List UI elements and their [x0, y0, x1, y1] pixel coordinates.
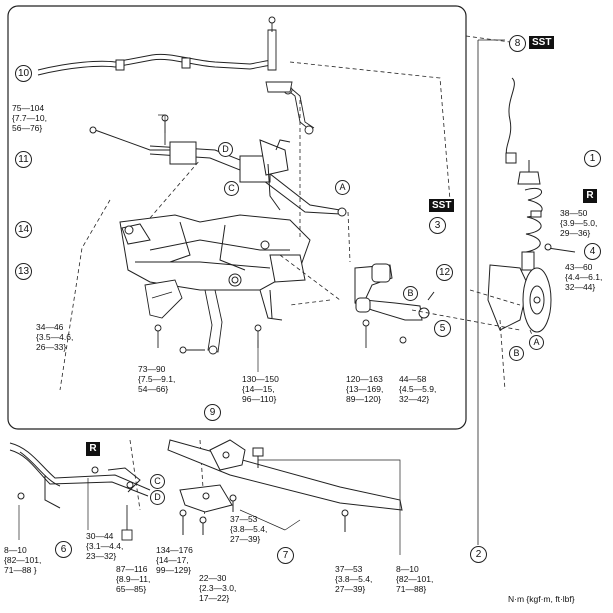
torque-spec-73: 73—90 {7.5—9.1, 54—66} [138, 364, 176, 394]
stabilizer-link [265, 16, 315, 135]
sst-badge-top: SST [529, 36, 555, 49]
callout-10: 10 [15, 65, 32, 82]
lower-crossmember [167, 439, 403, 535]
torque-spec-38: 38—50 {3.9—5.0, 29—36} [560, 208, 598, 238]
callout-5: 5 [434, 320, 451, 337]
r-badge-right: R [583, 189, 597, 203]
link-arm [179, 289, 223, 355]
spec-leaders [18, 114, 401, 555]
front-crossmember [119, 214, 311, 321]
torque-spec-30: 30—44 {3.1—4.4, 23—32} [86, 531, 124, 561]
marker-a-upper: A [335, 180, 350, 195]
torque-spec-134: 134—176 {14—17, 99—129} [156, 545, 193, 575]
marker-a-lower: A [529, 335, 544, 350]
callout-7: 7 [277, 547, 294, 564]
lower-arm [354, 263, 435, 321]
callout-4: 4 [584, 243, 601, 260]
callout-3: 3 [429, 217, 446, 234]
torque-spec-87: 87—116 {8.9—11, 65—85} [116, 564, 151, 594]
torque-spec-34: 34—46 {3.5—4.6, 26—33} [36, 322, 74, 352]
lower-bolt [121, 505, 133, 541]
marker-d-lower: D [150, 490, 165, 505]
callout-14: 14 [15, 221, 32, 238]
callout-2: 2 [470, 546, 487, 563]
marker-b-upper: B [403, 286, 418, 301]
torque-spec-8-left: 8—10 {82—101, 71—88 } [4, 545, 42, 575]
marker-d-upper: D [218, 142, 233, 157]
torque-spec-37-upper: 37—53 {3.8—5.4, 27—39} [230, 514, 268, 544]
torque-spec-43: 43—60 {4.4—6.1, 32—44} [565, 262, 603, 292]
units-label: N·m {kgf·m, ft·lbf} [508, 594, 575, 604]
sst-badge-mid: SST [429, 199, 455, 212]
torque-spec-22: 22—30 {2.3—3.0, 17—22} [199, 573, 237, 603]
callout-11: 11 [15, 151, 32, 168]
torque-spec-44: 44—58 {4.5—5.9, 32—42} [399, 374, 437, 404]
stabilizer-bar [37, 53, 275, 76]
callout-6: 6 [55, 541, 72, 558]
torque-spec-120: 120—163 {13—169, 89—120} [346, 374, 384, 404]
guide-lines [59, 35, 511, 521]
steering-gear [89, 126, 347, 217]
callout-1: 1 [584, 150, 601, 167]
strut-assembly [487, 77, 576, 333]
r-badge-bottom: R [86, 442, 100, 456]
callout-8: 8 [509, 35, 526, 52]
torque-spec-130: 130—150 {14—15, 96—110} [242, 374, 279, 404]
marker-b-lower: B [509, 346, 524, 361]
callout-13: 13 [15, 263, 32, 280]
marker-c-upper: C [224, 181, 239, 196]
callout-12: 12 [436, 264, 453, 281]
callout-9: 9 [204, 404, 221, 421]
marker-c-lower: C [150, 474, 165, 489]
crossmember-bracket [144, 279, 183, 319]
torque-spec-37-lower: 37—53 {3.8—5.4, 27—39} [335, 564, 373, 594]
assembly-frame [7, 5, 467, 430]
torque-spec-8-right: 8—10 {82—101, 71—88} [396, 564, 434, 594]
pipe-assembly [9, 442, 151, 509]
torque-spec-75: 75—104 {7.7—10, 56—76} [12, 103, 47, 133]
